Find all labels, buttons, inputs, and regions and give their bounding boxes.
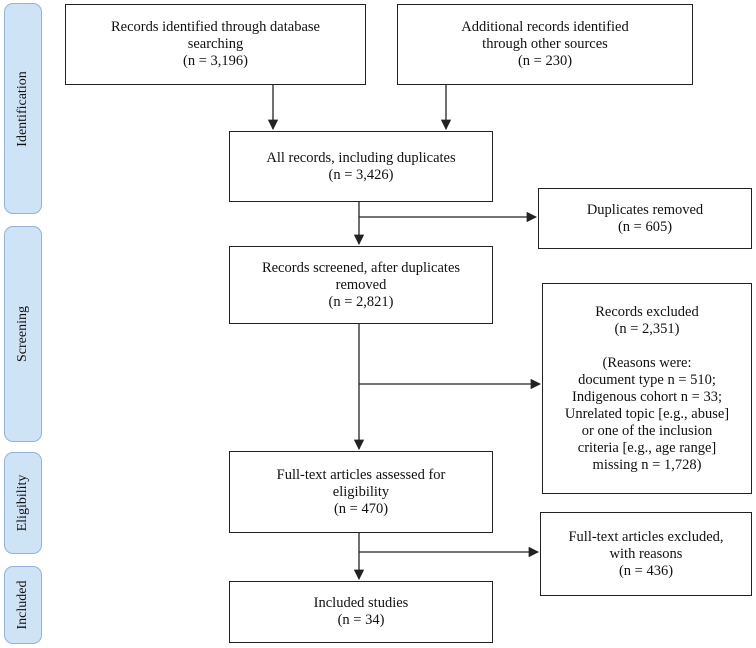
records-excluded-box: Records excluded (n = 2,351) (Reasons we… [542,283,752,494]
duplicates-removed-box: Duplicates removed (n = 605) [538,188,752,249]
other-sources-line2: through other sources [482,36,608,52]
other-sources-count: (n = 230) [517,53,573,69]
database-records-box: Records identified through database sear… [65,4,366,85]
exclusion-reason-line: Unrelated topic [e.g., abuse] [564,405,730,422]
fulltext-assessed-count: (n = 470) [333,500,389,517]
phase-identification: Identification [4,3,42,214]
records-screened-box: Records screened, after duplicates remov… [229,246,493,324]
fulltext-excluded-count: (n = 436) [618,562,674,579]
phase-eligibility: Eligibility [4,452,42,554]
exclusion-reason-line: (Reasons were: [602,354,692,371]
fulltext-assessed-line1: Full-text articles assessed for [276,466,446,483]
database-records-count: (n = 3,196) [183,53,248,69]
phase-screening: Screening [4,226,42,442]
duplicates-removed-line1: Duplicates removed [586,201,704,218]
all-records-box: All records, including duplicates (n = 3… [229,131,493,202]
records-screened-line2: removed [335,276,387,293]
records-excluded-count: (n = 2,351) [614,320,680,337]
phase-included: Included [4,566,42,644]
database-records-line2: searching [187,36,244,52]
exclusion-reason-line: document type n = 510; [578,371,716,388]
fulltext-excluded-line1: Full-text articles excluded, [568,528,724,545]
other-sources-line1: Additional records identified [461,19,629,35]
exclusion-reason-line: Indigenous cohort n = 33; [572,388,722,405]
exclusion-reason-line: criteria [e.g., age range] [577,439,717,456]
records-excluded-line1: Records excluded [595,303,699,320]
all-records-line1: All records, including duplicates [266,149,456,166]
fulltext-excluded-line2: with reasons [609,545,683,562]
fulltext-excluded-box: Full-text articles excluded, with reason… [540,512,752,596]
records-screened-count: (n = 2,821) [328,293,394,310]
database-records-line1: Records identified through database [111,19,320,35]
duplicates-removed-count: (n = 605) [617,218,673,235]
other-sources-box: Additional records identified through ot… [397,4,693,85]
included-studies-box: Included studies (n = 34) [229,581,493,643]
included-studies-line1: Included studies [313,595,409,611]
included-studies-count: (n = 34) [337,612,385,628]
fulltext-assessed-box: Full-text articles assessed for eligibil… [229,451,493,533]
all-records-count: (n = 3,426) [328,166,394,183]
records-screened-line1: Records screened, after duplicates [261,259,461,276]
exclusion-reason-line: or one of the inclusion [581,422,713,439]
fulltext-assessed-line2: eligibility [332,483,390,500]
exclusion-reason-line: missing n = 1,728) [592,456,702,473]
